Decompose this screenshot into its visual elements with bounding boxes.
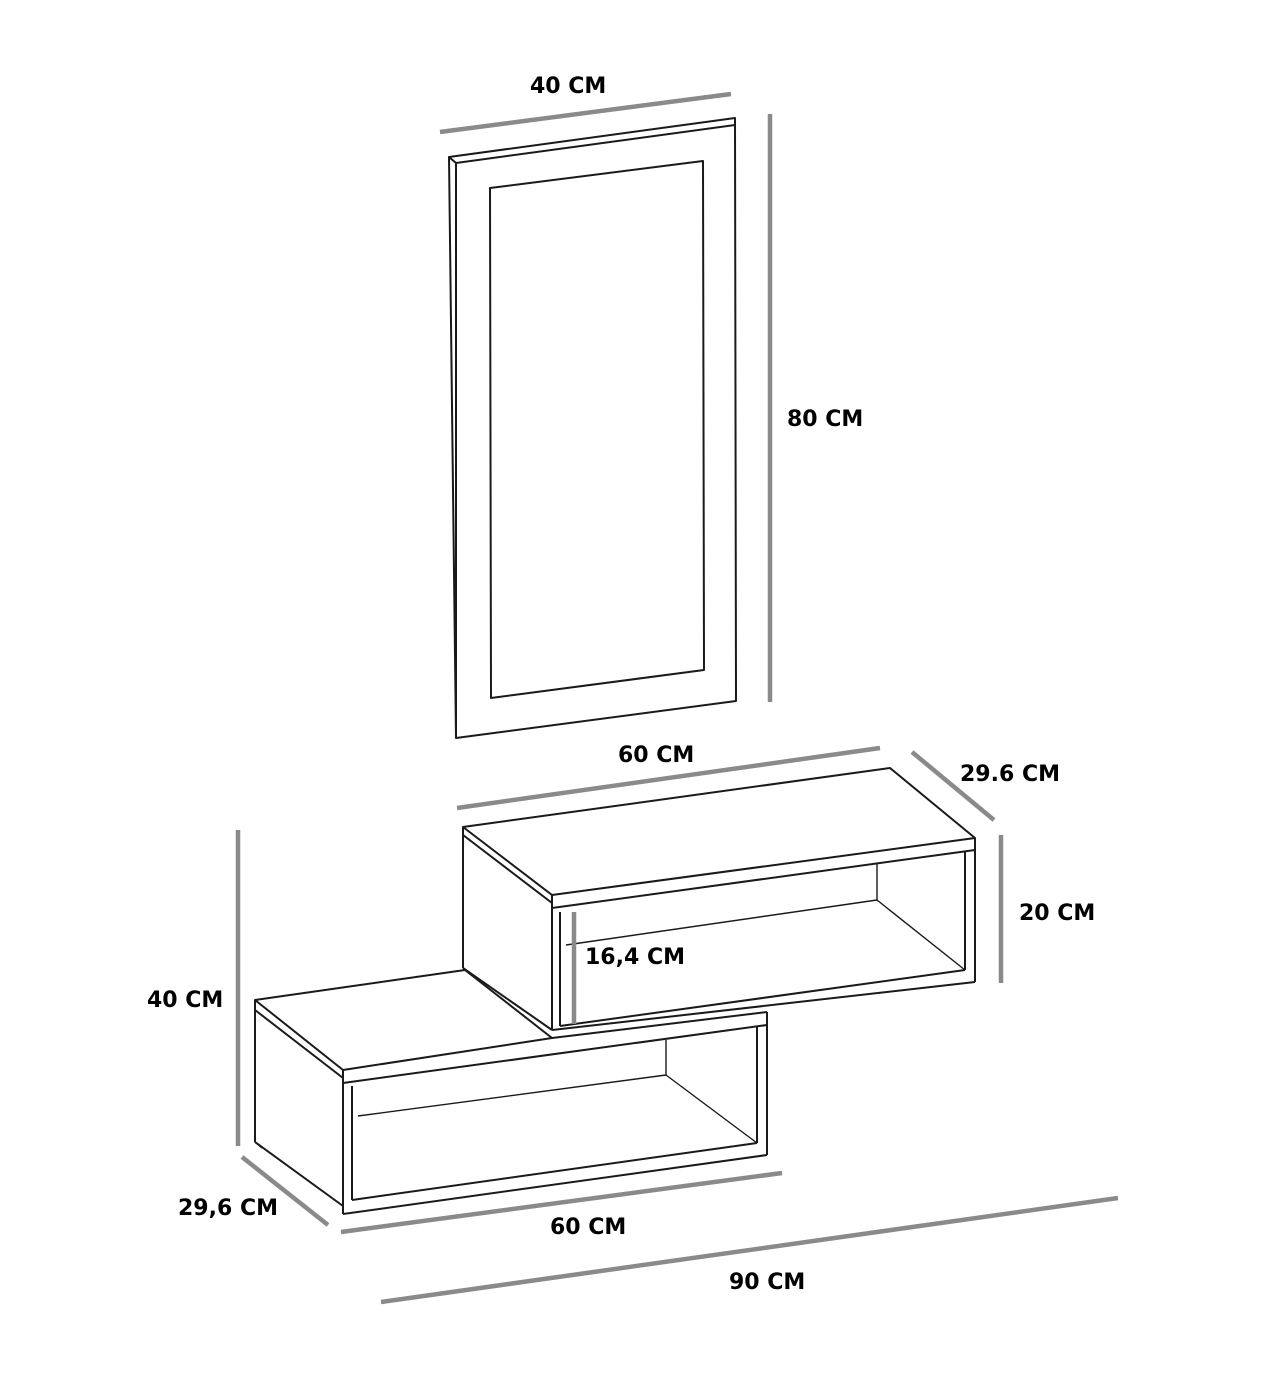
mirror-width-label: 40 CM: [530, 74, 607, 99]
upper-shelf-height-label: 20 CM: [1019, 901, 1096, 926]
mirror-height-label: 80 CM: [787, 407, 864, 432]
total-height-label: 40 CM: [147, 988, 224, 1013]
dim-line-mirror-width: [439, 91, 732, 135]
total-width-label: 90 CM: [729, 1270, 806, 1295]
mirror: [448, 117, 737, 739]
dimension-lines: [235, 91, 1119, 1305]
dim-line-total-width: [380, 1195, 1119, 1305]
lower-shelf: [254, 969, 768, 1215]
upper-shelf-depth-label: 29.6 CM: [960, 762, 1060, 787]
upper-shelf: [462, 767, 976, 1031]
dim-line-upper-depth: [910, 750, 996, 822]
mirror-glass: [489, 160, 705, 699]
inner-height-label: 16,4 CM: [585, 945, 685, 970]
lower-shelf-depth-label: 29,6 CM: [178, 1196, 278, 1221]
upper-shelf-width-label: 60 CM: [618, 743, 695, 768]
dim-line-lower-depth: [240, 1155, 330, 1227]
dim-line-lower-width: [340, 1170, 783, 1235]
lower-shelf-width-label: 60 CM: [550, 1215, 627, 1240]
dim-line-upper-width: [456, 745, 881, 811]
